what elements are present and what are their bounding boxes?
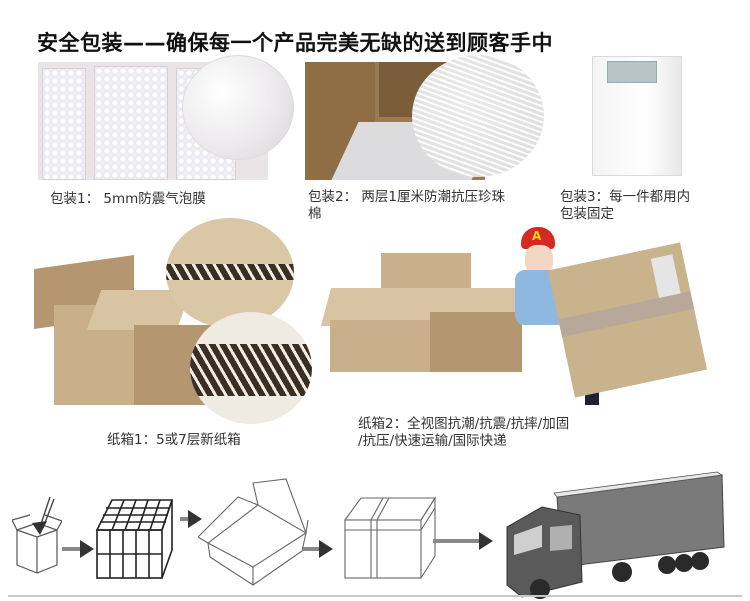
carton-1-caption: 纸箱1：5或7层新纸箱 [107, 432, 241, 448]
carried-box [547, 242, 708, 398]
package-2-caption-line1: 包装2： 两层1厘米防潮抗压珍珠 [308, 189, 505, 205]
process-arrow [62, 540, 94, 558]
box-label [607, 61, 657, 83]
courier-cap: A [521, 227, 555, 249]
process-arrow [180, 510, 202, 528]
corrugation-5-layer-zoom [166, 218, 294, 328]
cap-letter: A [532, 229, 542, 243]
package-3-caption-line1: 包装3：每一件都用内 [560, 189, 691, 205]
package-2-caption-line2: 棉 [308, 206, 322, 222]
carton-2-caption-line2: /抗压/快速运输/国际快递 [358, 433, 507, 449]
open-carton-icon [198, 478, 309, 587]
divider-line [8, 595, 742, 597]
process-arrow [303, 540, 333, 558]
package-2-caption: 包装2： 两层1厘米防潮抗压珍珠 棉 [308, 189, 505, 223]
carton-2-caption-line1: 纸箱2：全视图抗潮/抗震/抗摔/加固 [358, 416, 570, 432]
package-3-caption: 包装3：每一件都用内 包装固定 [560, 189, 690, 223]
package-1-caption: 包装1： 5mm防震气泡膜 [50, 191, 206, 207]
bubble-wrap-zoom [182, 55, 294, 160]
packaging-process-strip [0, 465, 750, 601]
delivery-truck-icon [506, 471, 725, 599]
carton-2-caption: 纸箱2：全视图抗潮/抗震/抗摔/加固 /抗压/快速运输/国际快递 [358, 416, 569, 450]
product-into-box-icon [12, 496, 62, 574]
stacked-boxes-photo [320, 250, 527, 375]
pearl-cotton-zoom [412, 55, 544, 177]
white-inner-box-photo [592, 56, 682, 176]
page-title: 安全包装——确保每一个产品完美无缺的送到顾客手中 [37, 31, 553, 55]
boxes-grid-icon [95, 499, 174, 579]
sealed-carton-icon [343, 496, 437, 579]
corrugation-7-layer-zoom [190, 312, 312, 424]
package-3-caption-line2: 包装固定 [560, 206, 614, 222]
process-arrow [433, 532, 493, 550]
courier-with-boxes-photo: A [515, 225, 725, 410]
